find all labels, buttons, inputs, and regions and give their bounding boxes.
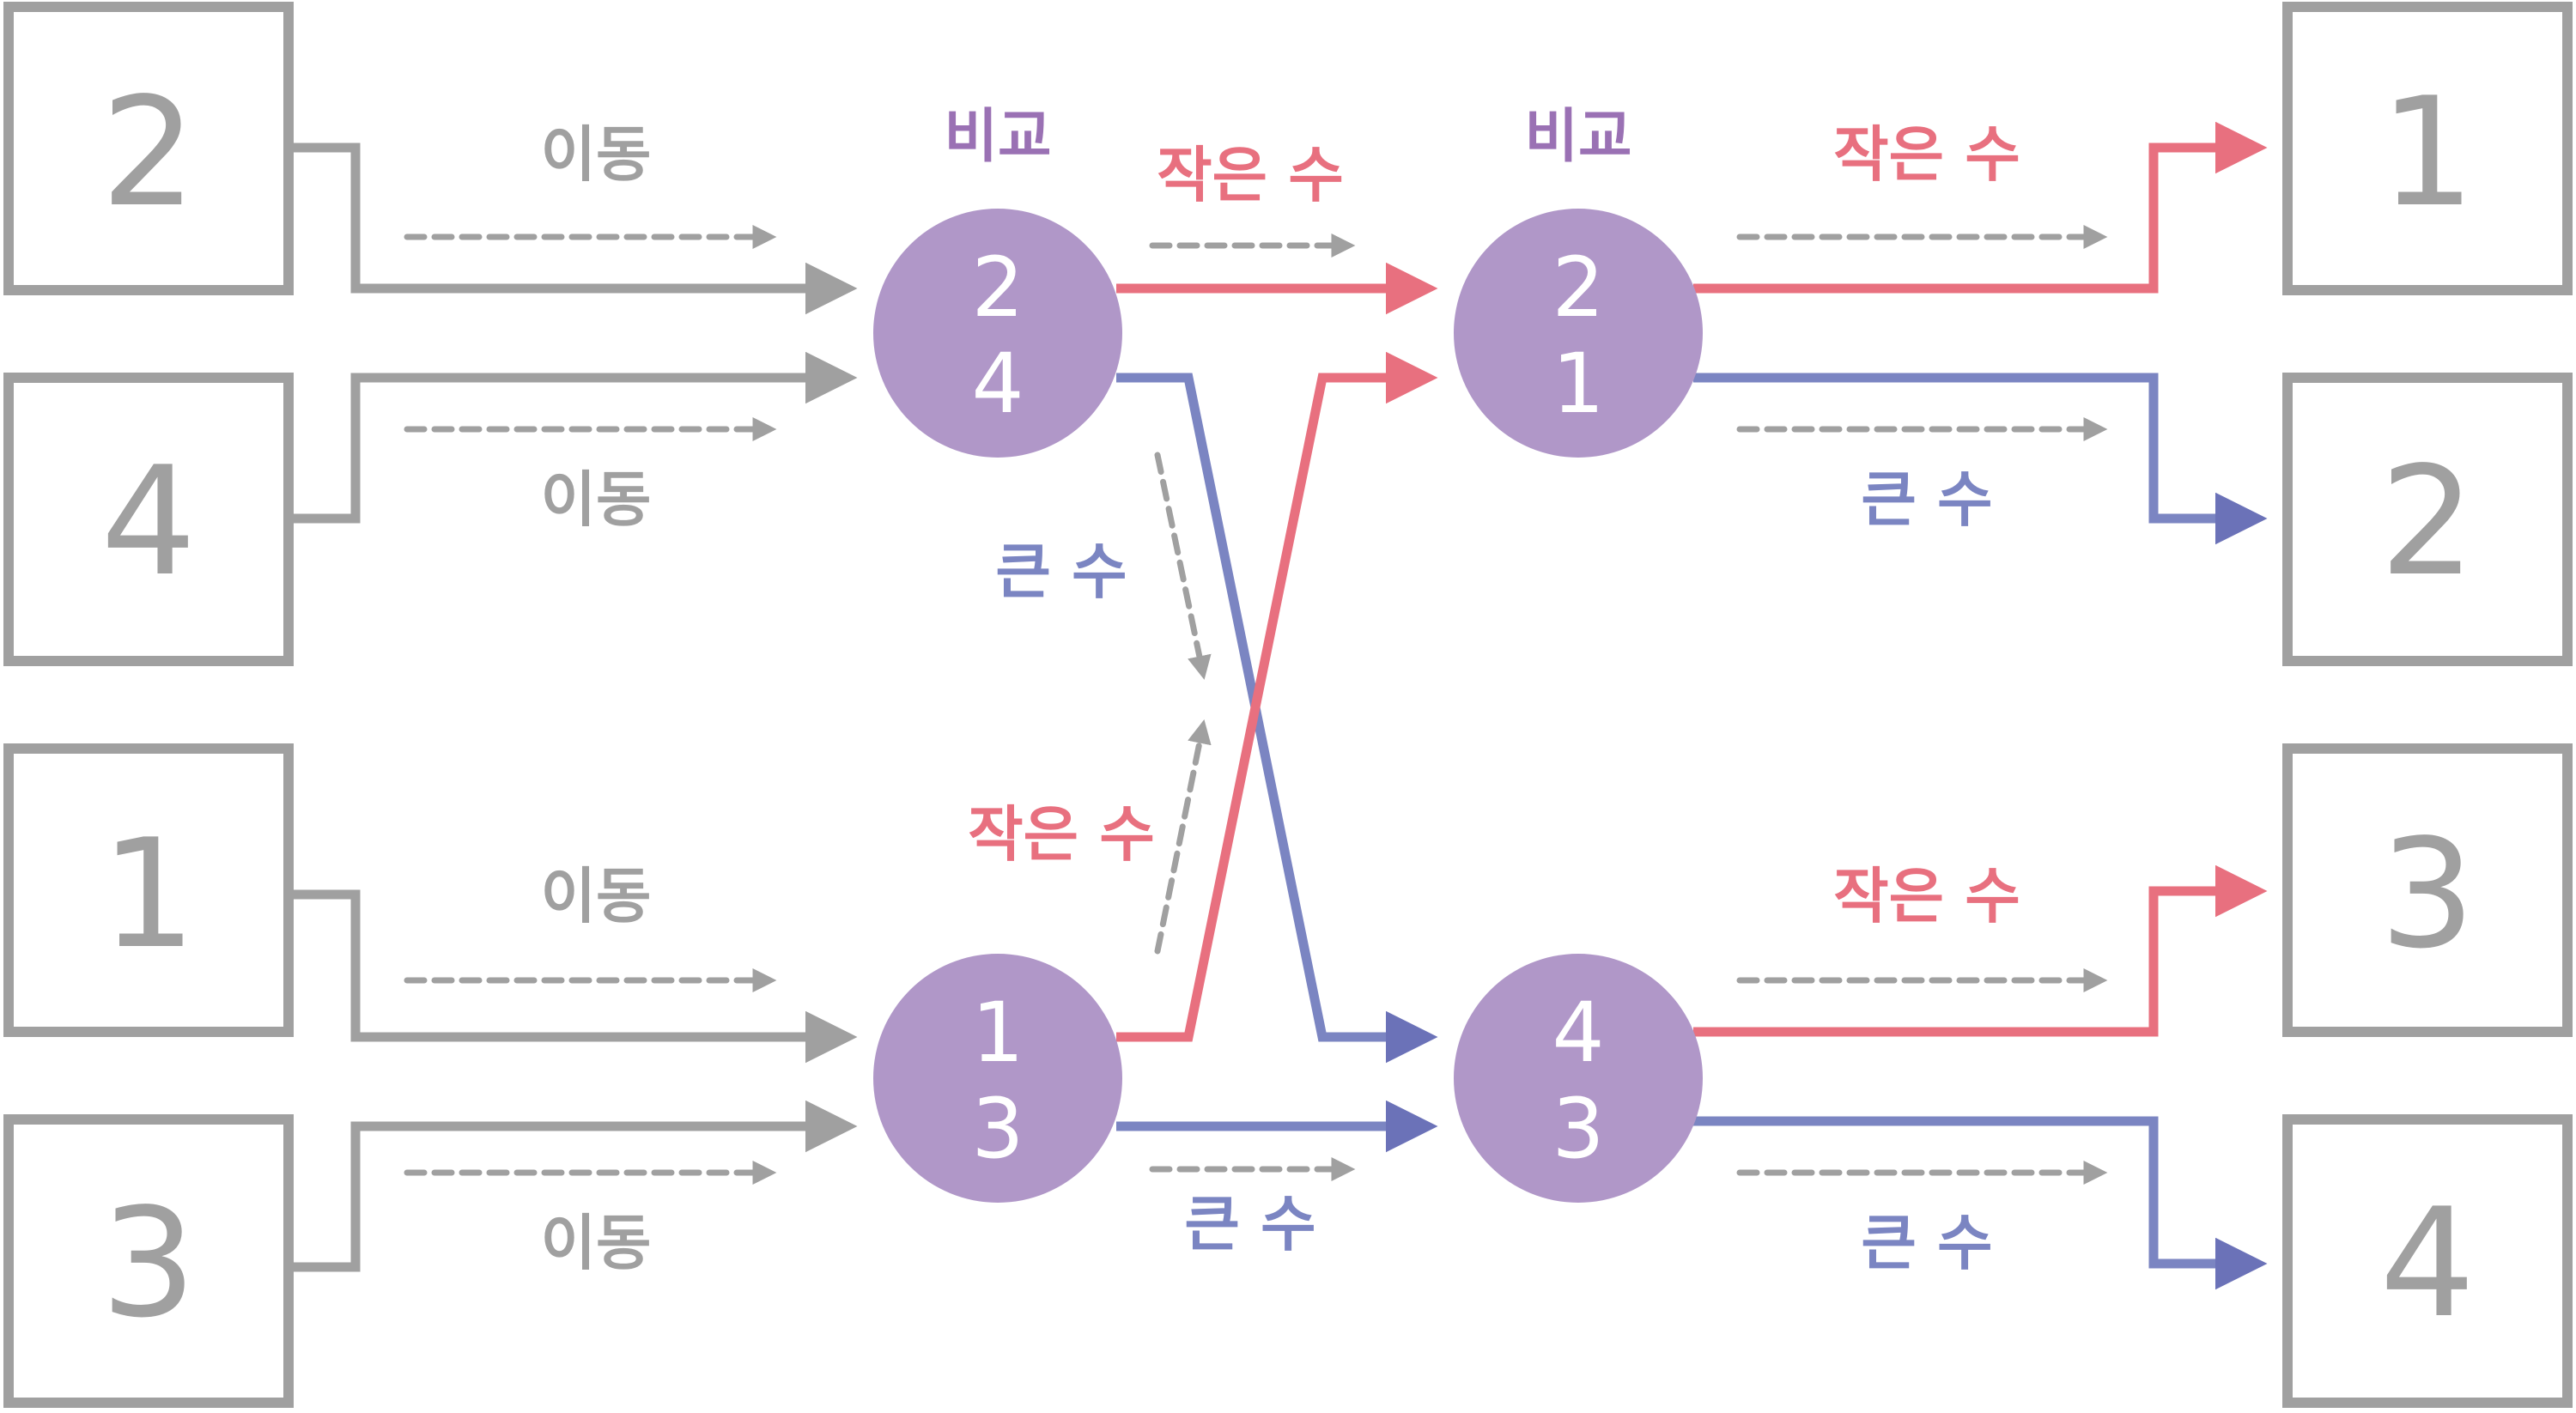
input-box-2: 4 <box>3 373 294 666</box>
input-wire-1 <box>289 143 858 315</box>
output-box-1: 1 <box>2282 2 2573 295</box>
move-label-1: 이동 <box>541 119 652 190</box>
input-box-1: 2 <box>3 2 294 295</box>
node-value-top: 4 <box>1552 985 1604 1081</box>
input-wire-4 <box>289 1100 858 1272</box>
node-value-top: 1 <box>971 985 1024 1081</box>
smaller-label-out-3: 작은 수 <box>1833 861 2020 931</box>
compare-label-stage2: 비교 <box>1524 103 1631 171</box>
node-value-bottom: 1 <box>1552 336 1604 432</box>
wire-stage2-b-larger <box>1693 1116 2268 1290</box>
move-label-4: 이동 <box>541 1208 652 1278</box>
larger-label-out-2: 큰 수 <box>1861 464 1992 535</box>
smaller-label-stage1-top: 작은 수 <box>1157 140 1344 210</box>
output-box-2: 2 <box>2282 373 2573 666</box>
input-value-1: 2 <box>100 66 196 240</box>
input-box-3: 1 <box>3 743 294 1037</box>
comparator-stage2-bottom: 4 3 <box>1454 954 1703 1203</box>
output-value-2: 2 <box>2379 435 2475 609</box>
smaller-label-out-1: 작은 수 <box>1833 119 2020 190</box>
output-value-4: 4 <box>2379 1177 2475 1351</box>
input-value-3: 1 <box>100 808 196 982</box>
output-value-1: 1 <box>2379 66 2475 240</box>
output-box-3: 3 <box>2282 743 2573 1037</box>
larger-label-stage1-bottom: 큰 수 <box>1184 1189 1315 1259</box>
compare-label-stage1: 비교 <box>944 103 1051 171</box>
wire-stage1-b-smaller <box>1116 351 1438 1042</box>
smaller-label-stage1-cross: 작은 수 <box>968 799 1155 870</box>
comparator-stage1-top: 2 4 <box>873 209 1122 458</box>
input-value-4: 3 <box>100 1177 196 1351</box>
input-wire-3 <box>289 889 858 1064</box>
larger-label-out-4: 큰 수 <box>1861 1208 1992 1278</box>
node-value-bottom: 3 <box>1552 1081 1604 1177</box>
node-value-bottom: 3 <box>971 1081 1024 1177</box>
wire-stage2-b-smaller <box>1693 864 2268 1037</box>
wire-stage2-a-smaller <box>1693 121 2268 294</box>
larger-label-stage1-cross: 큰 수 <box>995 537 1127 607</box>
output-box-4: 4 <box>2282 1114 2573 1408</box>
comparator-stage2-top: 2 1 <box>1454 209 1703 458</box>
node-value-top: 2 <box>1552 240 1604 336</box>
input-value-2: 4 <box>100 435 196 609</box>
node-value-top: 2 <box>971 240 1024 336</box>
move-label-3: 이동 <box>541 861 652 931</box>
move-label-2: 이동 <box>541 464 652 535</box>
input-wire-2 <box>289 351 858 524</box>
dashed-arrow-cross-up <box>1154 719 1212 955</box>
comparator-stage1-bottom: 1 3 <box>873 954 1122 1203</box>
dashed-arrow-cross-down <box>1154 452 1212 680</box>
node-value-bottom: 4 <box>971 336 1024 432</box>
wire-stage2-a-larger <box>1693 373 2268 545</box>
output-value-3: 3 <box>2379 808 2475 982</box>
input-box-4: 3 <box>3 1114 294 1408</box>
